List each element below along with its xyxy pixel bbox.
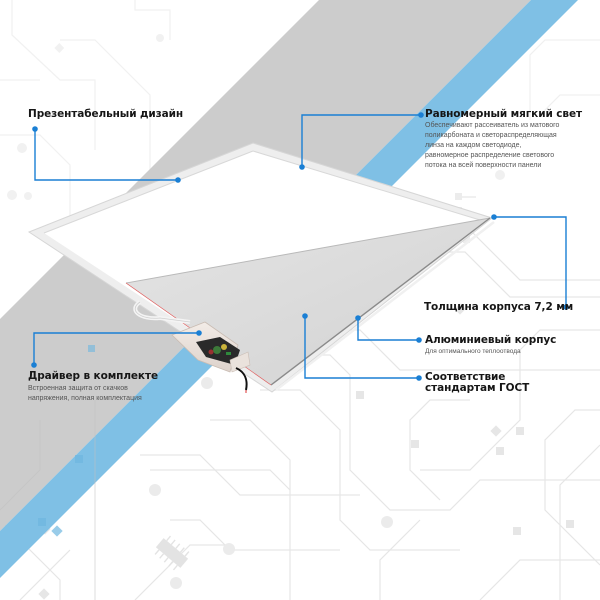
callout-aluminium-description: Для оптимального теплоотвода (425, 348, 521, 355)
callout-lines (33, 114, 567, 379)
callout-line-thickness (494, 216, 567, 307)
callout-design: Презентабельный дизайн (28, 108, 183, 120)
callout-line-design (34, 129, 178, 181)
callout-dot-icon (175, 177, 181, 183)
callout-dot-icon (32, 126, 38, 132)
callout-aluminium-title: Алюминиевый корпус (425, 334, 557, 346)
callout-dot-icon (31, 362, 37, 368)
callout-line-gost (304, 316, 419, 379)
callout-driver-description: Встроенная защита от скачков напряжения,… (28, 385, 142, 402)
callout-dot-icon (416, 337, 422, 343)
callout-thickness-title: Толщина корпуса 7,2 мм (424, 301, 574, 313)
driver-box (171, 321, 251, 393)
callout-line-driver (33, 332, 199, 365)
callout-driver-title: Драйвер в комплекте (28, 370, 158, 382)
callout-dot-icon (416, 375, 422, 381)
callout-dot-icon (299, 164, 305, 170)
callout-dots (31, 112, 569, 381)
callout-gost-title-line1: Соответствие (425, 371, 506, 383)
callout-aluminium: Алюминиевый корпус Для оптимального тепл… (425, 334, 556, 357)
callout-dot-icon (418, 112, 424, 118)
callout-line-light (301, 114, 421, 167)
callout-light: Равномерный мягкий свет Обеспечивают рас… (425, 108, 600, 171)
callout-dot-icon (491, 214, 497, 220)
callout-line-aluminium (357, 318, 419, 341)
callout-dot-icon (355, 315, 361, 321)
callout-driver: Драйвер в комплекте Встроенная защита от… (28, 370, 158, 404)
callout-light-title: Равномерный мягкий свет (425, 108, 582, 120)
chip-icon (154, 535, 190, 571)
callout-dot-icon (563, 304, 569, 310)
callout-dot-icon (196, 330, 202, 336)
callout-gost-title-line2: стандартам ГОСТ (425, 382, 530, 394)
callout-thickness: Толщина корпуса 7,2 мм (424, 301, 573, 313)
callout-light-description: Обеспечивают рассеиватель из матового по… (425, 122, 560, 169)
callout-dot-icon (302, 313, 308, 319)
callout-gost: Соответствие стандартам ГОСТ (425, 372, 529, 394)
callout-design-title: Презентабельный дизайн (28, 108, 184, 120)
